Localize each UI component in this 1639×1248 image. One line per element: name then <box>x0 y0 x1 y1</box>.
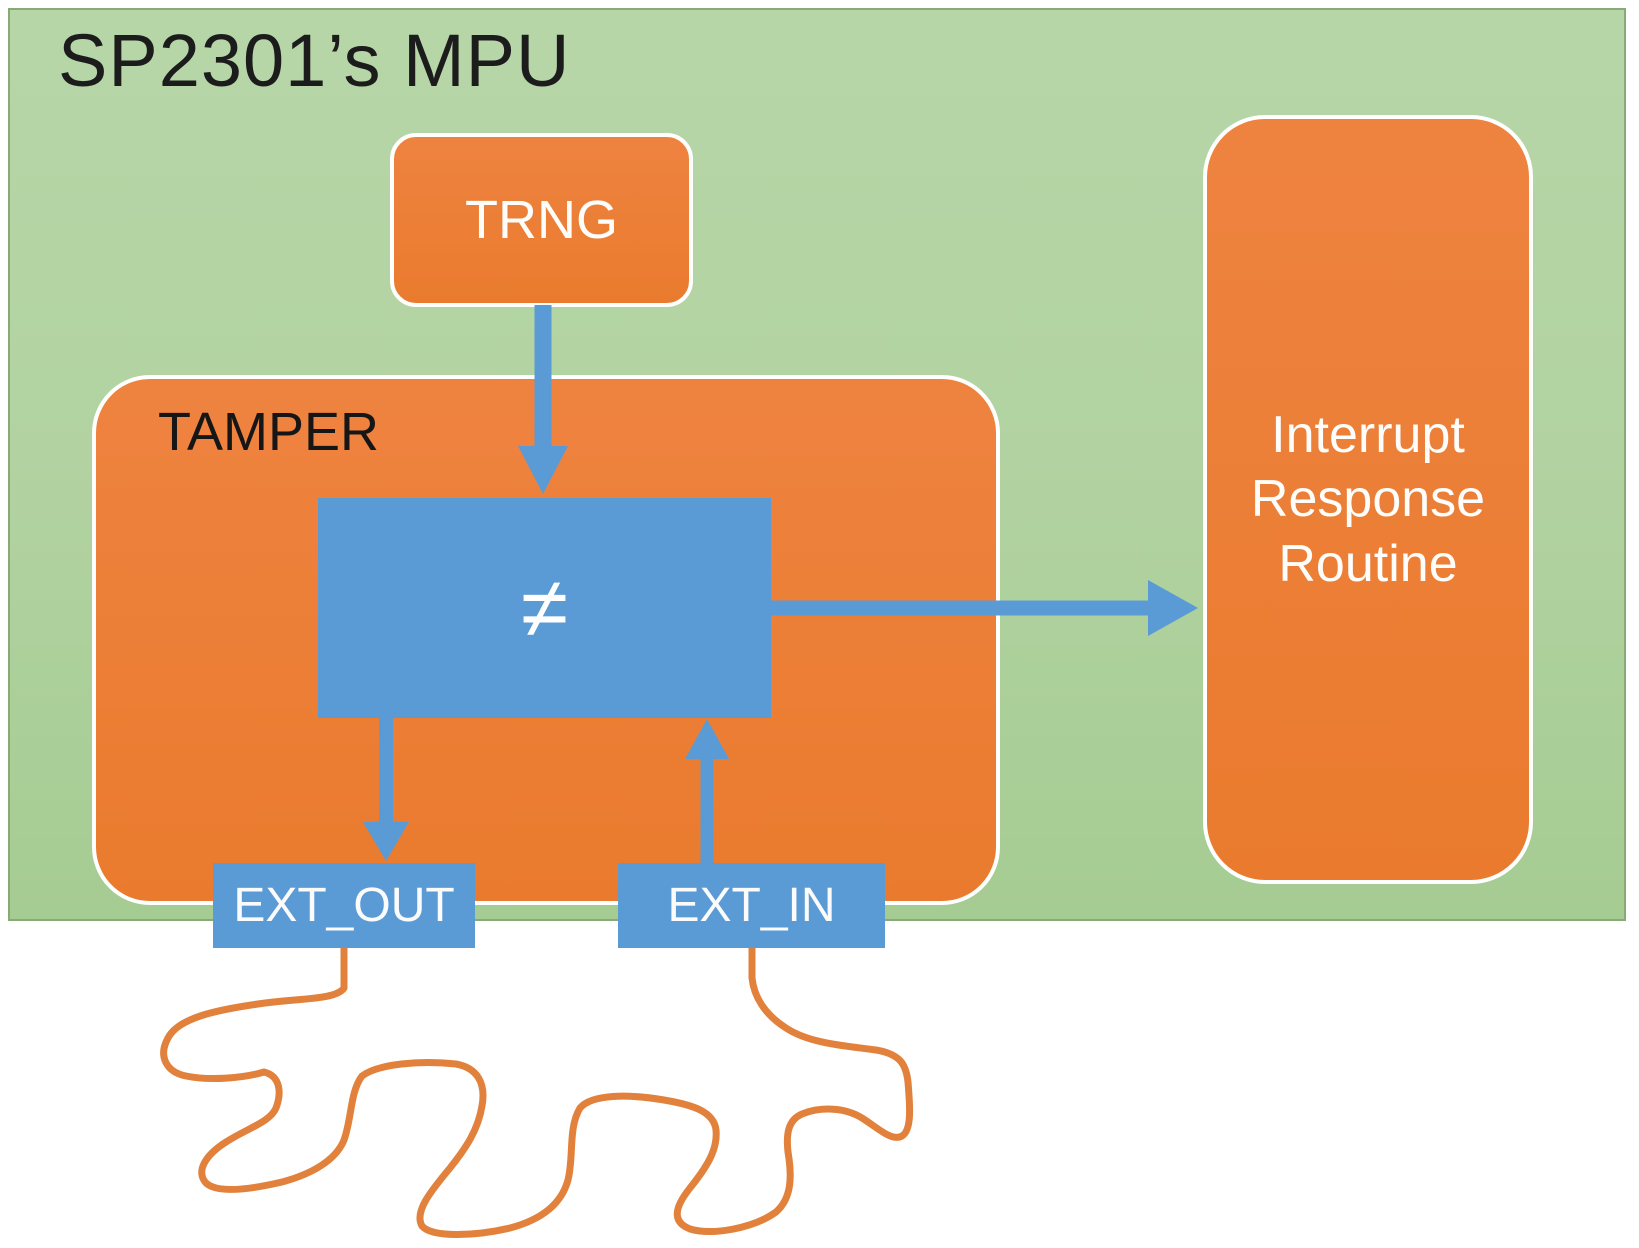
interrupt-label-line-1: Interrupt <box>1271 405 1465 464</box>
trng-box: TRNG <box>390 133 693 307</box>
not-equal-symbol: ≠ <box>520 560 569 656</box>
comparator-box: ≠ <box>318 498 771 718</box>
tamper-loop-wire <box>160 944 914 1238</box>
interrupt-response-routine-label: Interrupt Response Routine <box>1251 403 1485 596</box>
ext-out-box: EXT_OUT <box>213 863 475 948</box>
interrupt-label-line-3: Routine <box>1278 534 1458 593</box>
mpu-title: SP2301’s MPU <box>58 19 571 102</box>
interrupt-label-line-2: Response <box>1250 470 1486 529</box>
interrupt-response-routine-box: Interrupt Response Routine <box>1203 115 1533 884</box>
trng-label: TRNG <box>465 190 618 250</box>
ext-out-label: EXT_OUT <box>233 879 455 932</box>
ext-in-label: EXT_IN <box>667 879 836 932</box>
tamper-label: TAMPER <box>158 402 380 462</box>
ext-in-box: EXT_IN <box>618 863 885 948</box>
